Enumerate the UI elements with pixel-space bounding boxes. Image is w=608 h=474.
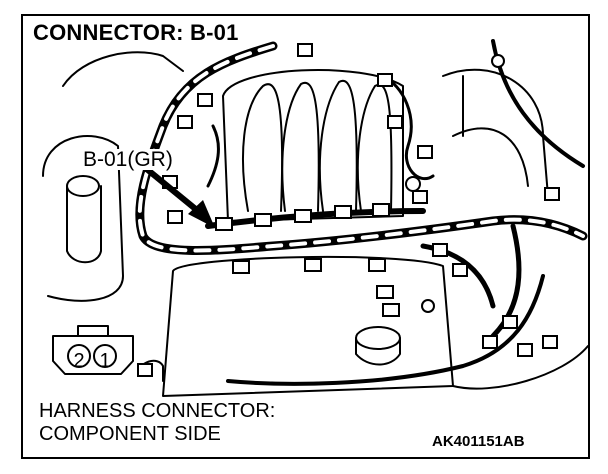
pin-2-label: 2 xyxy=(73,350,85,372)
bottom-cable xyxy=(226,274,545,386)
main-harness-core xyxy=(137,44,585,253)
engine-harness-illustration xyxy=(42,39,588,397)
manifold-runner-3 xyxy=(318,79,358,212)
connector-block xyxy=(254,213,272,227)
connector-block xyxy=(297,43,313,57)
connector-block xyxy=(387,115,403,129)
connector-block xyxy=(517,343,533,357)
air-duct-lower xyxy=(452,127,529,187)
connector-block xyxy=(232,260,250,274)
diagram-frame: CONNECTOR: B-01 B-01(GR) 2 1 HARNESS CON… xyxy=(21,14,590,459)
air-duct-upper xyxy=(442,68,549,197)
upper-lead xyxy=(206,124,220,188)
connector-callout-label: B-01(GR) xyxy=(83,148,173,171)
sensor-lead xyxy=(381,74,435,181)
connector-block xyxy=(376,285,394,299)
connector-block xyxy=(432,243,448,257)
engine-block-outline xyxy=(162,255,454,397)
right-lower-shape xyxy=(452,345,588,390)
connector-lock-tab xyxy=(77,325,109,337)
connector-block xyxy=(412,190,428,204)
pin-1-outline xyxy=(93,344,117,368)
oil-filler-cap xyxy=(355,326,401,350)
pin-1-label: 1 xyxy=(99,350,111,372)
connector-block xyxy=(294,209,312,223)
connector-title: CONNECTOR: B-01 xyxy=(31,20,241,45)
view-caption-line2: COMPONENT SIDE xyxy=(39,423,221,445)
connector-block xyxy=(482,335,498,349)
connector-block xyxy=(452,263,468,277)
connector-block xyxy=(372,203,390,217)
harness-connector-view xyxy=(52,335,134,375)
oil-filler-body xyxy=(355,337,401,366)
connector-block xyxy=(215,217,233,231)
view-caption-line1: HARNESS CONNECTOR: xyxy=(39,400,276,422)
sensor-ring xyxy=(421,299,435,313)
sensor-ring xyxy=(405,176,421,192)
figure-id: AK401151AB xyxy=(432,433,525,450)
pin-2-outline xyxy=(67,344,91,368)
right-cable xyxy=(491,39,585,168)
connector-block xyxy=(377,73,393,87)
connector-block xyxy=(417,145,433,159)
right-branch-harness xyxy=(490,223,522,339)
intake-manifold-outline xyxy=(222,69,404,222)
connector-block xyxy=(167,210,183,224)
manifold-runner-4 xyxy=(356,83,393,212)
connector-block xyxy=(368,258,386,272)
manifold-runner-1 xyxy=(242,83,284,212)
manifold-runner-2 xyxy=(281,81,320,212)
left-tank-outline xyxy=(42,135,124,302)
reservoir-cap xyxy=(66,175,100,197)
callout-arrow xyxy=(140,163,215,228)
connector-block xyxy=(334,205,352,219)
connector-block xyxy=(137,363,153,377)
connector-block xyxy=(304,258,322,272)
connector-block xyxy=(382,303,400,317)
injector-harness xyxy=(205,208,426,229)
reservoir-body xyxy=(66,185,102,264)
cable-grommet xyxy=(491,54,505,68)
connector-block xyxy=(502,315,518,329)
connector-block xyxy=(544,187,560,201)
connector-block xyxy=(197,93,213,107)
connector-block xyxy=(177,115,193,129)
left-hose-outline xyxy=(62,51,184,87)
connector-block xyxy=(542,335,558,349)
